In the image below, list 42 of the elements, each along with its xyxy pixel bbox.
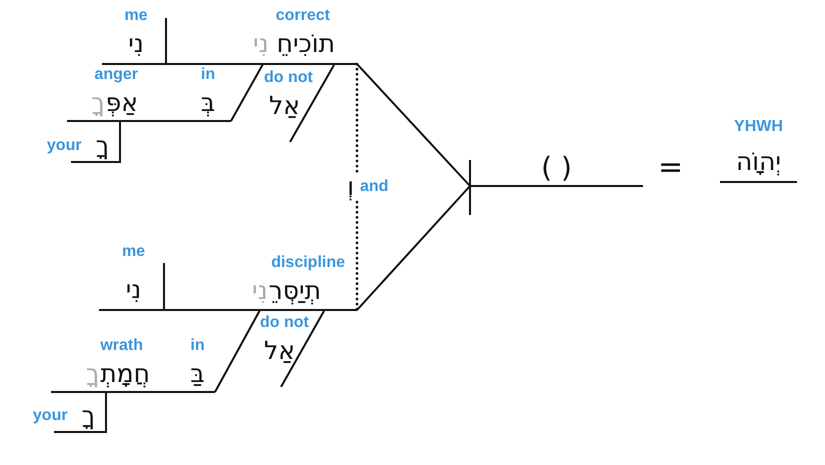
hebrew-word: וְ [347, 171, 354, 203]
hebrew-word: בְּ [200, 87, 216, 119]
hebrew-word: חֲמָתְ [100, 358, 150, 390]
gloss-text: your [46, 136, 82, 156]
hebrew-word: אַל [264, 335, 295, 367]
connector-line [214, 310, 261, 392]
gloss-text: YHWH [734, 117, 783, 137]
hebrew-suffix: ךָ [91, 87, 105, 119]
hebrew-word: יְהוָֹה [736, 146, 782, 178]
gloss-text: your [32, 406, 68, 426]
hebrew-word: נִי [126, 274, 142, 306]
gloss-text: in [190, 336, 205, 356]
hebrew-suffix: נִי [252, 275, 268, 307]
hebrew-suffix: ךָ [86, 358, 100, 390]
connector-line [119, 121, 121, 163]
gloss-text: do not [264, 68, 313, 88]
gloss-text: wrath [100, 336, 143, 356]
hebrew-word: תוֹכִיחֵ [276, 28, 335, 60]
gloss-text: anger [94, 65, 138, 85]
gloss-text: discipline [271, 253, 345, 273]
hebrew-word: ךָ [82, 400, 95, 432]
hebrew-word: בַּ [190, 358, 205, 390]
dotted-line [356, 62, 358, 174]
connector-line [356, 185, 471, 311]
hebrew-word: נִי [128, 28, 144, 60]
gloss-text: and [360, 177, 388, 197]
hebrew-word: ךָ [96, 130, 109, 162]
connector-line [356, 63, 471, 187]
gloss-text: me [124, 6, 148, 26]
gloss-text: correct [276, 6, 330, 26]
hebrew-word: אַל [269, 90, 300, 122]
gloss-text: in [200, 65, 216, 85]
placeholder-text: ( ) [541, 150, 572, 186]
equals-sign: = [658, 150, 684, 186]
gloss-text: do not [260, 313, 309, 333]
connector-line [105, 392, 107, 433]
hebrew-suffix: נִי [253, 28, 269, 60]
dotted-line [356, 200, 358, 312]
hebrew-word: תְיַסְּרֵ [268, 275, 321, 307]
connector-line [230, 64, 264, 122]
hebrew-word: אַפְּ [106, 87, 138, 119]
gloss-text: me [122, 242, 146, 262]
